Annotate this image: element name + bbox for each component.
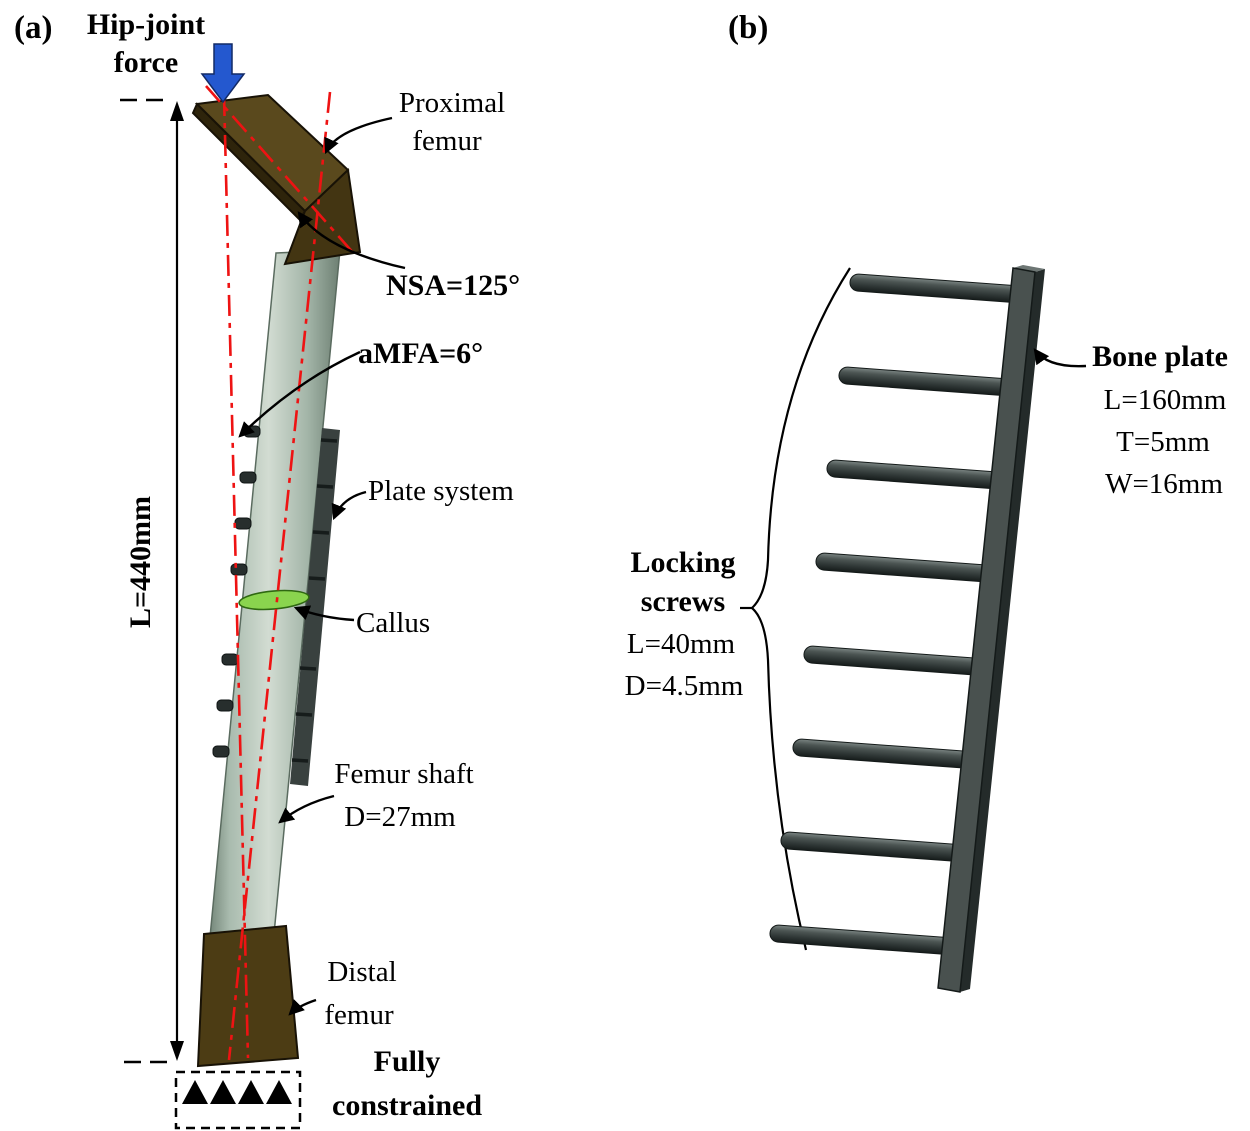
length-dimension-label: L=440mm xyxy=(124,496,157,628)
proximal-femur-label-2: femur xyxy=(412,125,482,157)
locking-screw xyxy=(792,738,976,769)
femur-shaft-label-1: Femur shaft xyxy=(334,758,473,790)
locking-screw xyxy=(849,273,1033,304)
screw-tip xyxy=(243,425,261,438)
callus-arrow xyxy=(293,605,355,622)
locking-screw xyxy=(838,366,1022,397)
screw-tip xyxy=(212,745,230,758)
screw-tip xyxy=(221,653,239,666)
screw-tip xyxy=(234,517,252,530)
plate-system-plate xyxy=(290,428,340,786)
bone-plate-arrow xyxy=(1033,348,1087,368)
bone-plate-label: Bone plate xyxy=(1092,340,1228,373)
panel-a-tag: (a) xyxy=(14,10,52,46)
locking-screws-label-2: screws xyxy=(641,585,725,618)
constraint-box xyxy=(174,1070,302,1130)
dimension-arrow-up xyxy=(170,101,184,121)
locking-screws-label-1: Locking xyxy=(630,546,735,579)
hip-force-arrow xyxy=(200,43,246,104)
screw-tip xyxy=(230,563,248,576)
amfa-arrow xyxy=(238,350,361,438)
bone-plate-side xyxy=(960,269,1045,992)
nsa-arrow xyxy=(297,211,406,270)
screws-length-label: L=40mm xyxy=(627,628,736,660)
locking-screw xyxy=(815,552,999,583)
callus-band xyxy=(238,589,310,611)
screw-tip xyxy=(239,471,257,484)
constraint-label-1: Fully xyxy=(374,1045,441,1078)
plate-length-label: L=160mm xyxy=(1104,384,1227,416)
locking-screw xyxy=(780,831,964,862)
screws-diameter-label: D=4.5mm xyxy=(625,670,744,702)
bone-plate-front xyxy=(937,267,1036,993)
screw-tip xyxy=(216,699,234,712)
constraint-triangles xyxy=(182,1080,292,1104)
femur-shaft-arrow xyxy=(278,794,335,824)
locking-screw xyxy=(769,924,953,955)
plate-system-label: Plate system xyxy=(368,475,514,507)
constraint-label-2: constrained xyxy=(332,1089,482,1122)
plate-thickness-label: T=5mm xyxy=(1116,426,1210,458)
amfa-label: aMFA=6° xyxy=(358,337,483,370)
distal-femur-label-2: femur xyxy=(324,999,394,1031)
plate-width-label: W=16mm xyxy=(1105,468,1223,500)
distal-femur-label-1: Distal xyxy=(327,956,396,988)
mechanical-axis-line xyxy=(222,94,250,1059)
proximal-femur-label-1: Proximal xyxy=(399,87,505,119)
distal-femur-arrow xyxy=(288,998,317,1016)
locking-screws xyxy=(769,273,1033,955)
neck-axis-line xyxy=(205,85,357,257)
dimension-arrow-down xyxy=(170,1041,184,1061)
hip-force-label-1: Hip-joint xyxy=(87,8,205,41)
plate-system-arrow xyxy=(331,490,367,521)
proximal-femur-arrow xyxy=(324,116,393,155)
callus-label: Callus xyxy=(356,607,430,639)
bone-plate-top xyxy=(1013,265,1045,272)
femur-shaft-label-2: D=27mm xyxy=(344,801,456,833)
distal-femur xyxy=(196,924,300,1068)
nsa-label: NSA=125° xyxy=(386,269,520,302)
shaft-axis-line xyxy=(227,91,332,1061)
panel-a: (a) Hip-joint force Proximal femur NSA=1… xyxy=(14,8,520,1130)
plate-screw-heads xyxy=(291,438,338,763)
panel-b: (b) Locking screws L=40mm D=4.5mm Bone p… xyxy=(625,10,1228,993)
locking-screw xyxy=(826,459,1010,490)
locking-screw xyxy=(803,645,987,676)
panel-b-tag: (b) xyxy=(728,10,768,46)
hip-force-label-2: force xyxy=(114,46,178,79)
